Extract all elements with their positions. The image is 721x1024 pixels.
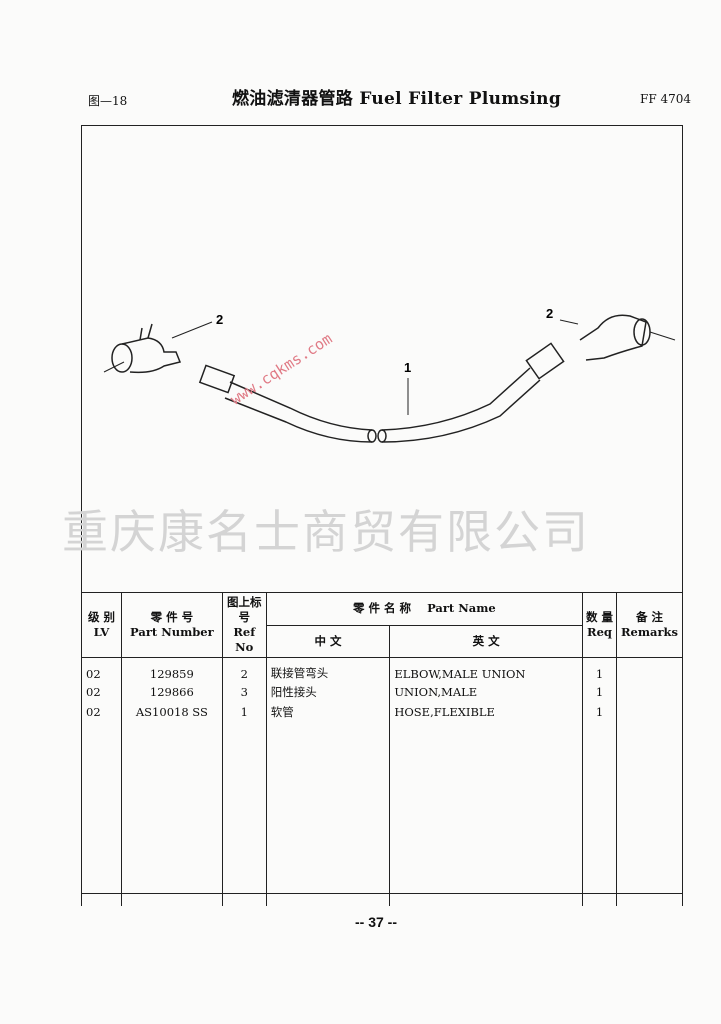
right-hose [377,342,565,443]
name-en-cell: HOSE,FLEXIBLE [389,701,584,722]
part-number-cell: 129866 [120,681,223,702]
req-cell: 1 [582,657,617,682]
page-number: -- 37 -- [355,914,397,930]
lv-header-en: LV [93,625,110,639]
name-cn-subheader: 中 文 [265,624,391,658]
callout-2-right: 2 [546,306,553,321]
company-watermark: 重庆康名士商贸有限公司 [62,505,590,559]
name-cn-cell: 软管 [265,701,391,722]
lv-cell: 02 [81,681,122,702]
remarks-cell [616,681,683,702]
ref-cell: 3 [221,681,267,702]
lv-cell: 02 [81,701,122,722]
section-code: FF 4704 [640,92,692,106]
remarks-cell [616,657,683,682]
remarks-header-cn: 备 注 [635,610,663,624]
ref-header-cn: 图上标号 [227,595,262,624]
remarks-cell [616,701,683,722]
name-cn-cell: 联接管弯头 [265,657,391,682]
part-number-cell: 129859 [120,657,223,682]
table-filler [81,721,683,906]
callout-2-left: 2 [216,312,223,327]
name-header-en: Part Name [427,601,496,616]
name-en-cell: ELBOW,MALE UNION [389,657,584,682]
name-en-cell: UNION,MALE [389,681,584,702]
pn-header-cn: 零 件 号 [150,610,194,624]
name-header-cn: 零 件 名 称 [353,601,412,616]
req-cell: 1 [582,701,617,722]
ref-header-en: Ref No [233,625,256,654]
remarks-header-en: Remarks [621,625,678,639]
ref-cell: 2 [221,657,267,682]
table-row: 02 AS10018 SS 1 软管 HOSE,FLEXIBLE 1 [81,701,683,722]
hose-assembly-drawing: 2 2 1 [103,306,676,443]
ref-cell: 1 [221,701,267,722]
name-cn-cell: 阳性接头 [265,681,391,702]
pn-header-en: Part Number [130,625,214,639]
req-header-en: Req [587,625,612,639]
part-number-cell: AS10018 SS [120,701,223,722]
req-cell: 1 [582,681,617,702]
left-elbow-fitting [111,323,182,374]
lv-cell: 02 [81,657,122,682]
req-header-cn: 数 量 [586,610,614,624]
page-title: 燃油滤清器管路 Fuel Filter Plumsing [232,89,562,109]
figure-label: 图—18 [88,94,128,108]
table-row: 02 129866 3 阳性接头 UNION,MALE 1 [81,681,683,702]
right-elbow-fitting [579,314,651,361]
table-row: 02 129859 2 联接管弯头 ELBOW,MALE UNION 1 [81,657,683,682]
left-hose [198,364,377,443]
lv-header-cn: 级 别 [87,610,115,624]
callout-1: 1 [404,360,411,375]
name-en-subheader: 英 文 [389,624,584,658]
